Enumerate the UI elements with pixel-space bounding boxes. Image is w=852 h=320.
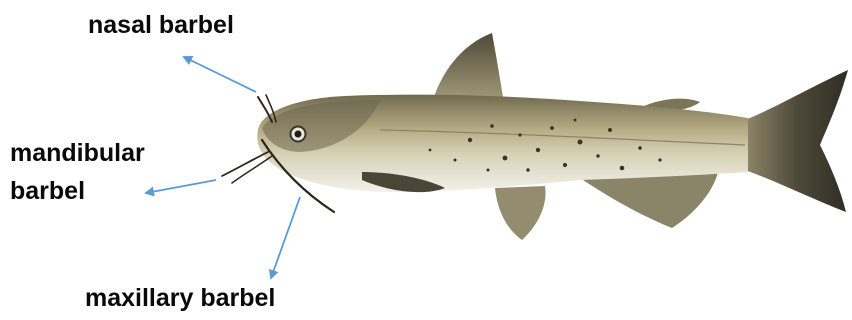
nasal-barbel-label: nasal barbel <box>88 12 234 39</box>
dorsal-fin <box>432 33 503 103</box>
arrow-icon <box>146 180 216 193</box>
pelvic-fin <box>495 186 546 240</box>
annotation-arrows <box>146 57 300 278</box>
tail-fin <box>745 70 848 212</box>
mandibular-barbel-label-line1: mandibular <box>10 140 145 167</box>
catfish-illustration <box>222 33 848 240</box>
pupil <box>295 131 302 138</box>
maxillary-barbel-label: maxillary barbel <box>85 285 275 312</box>
arrow-icon <box>271 197 300 278</box>
nasal-barbel-line <box>258 97 272 122</box>
arrow-icon <box>184 57 256 92</box>
mandibular-barbel-label-line2: barbel <box>10 178 85 205</box>
